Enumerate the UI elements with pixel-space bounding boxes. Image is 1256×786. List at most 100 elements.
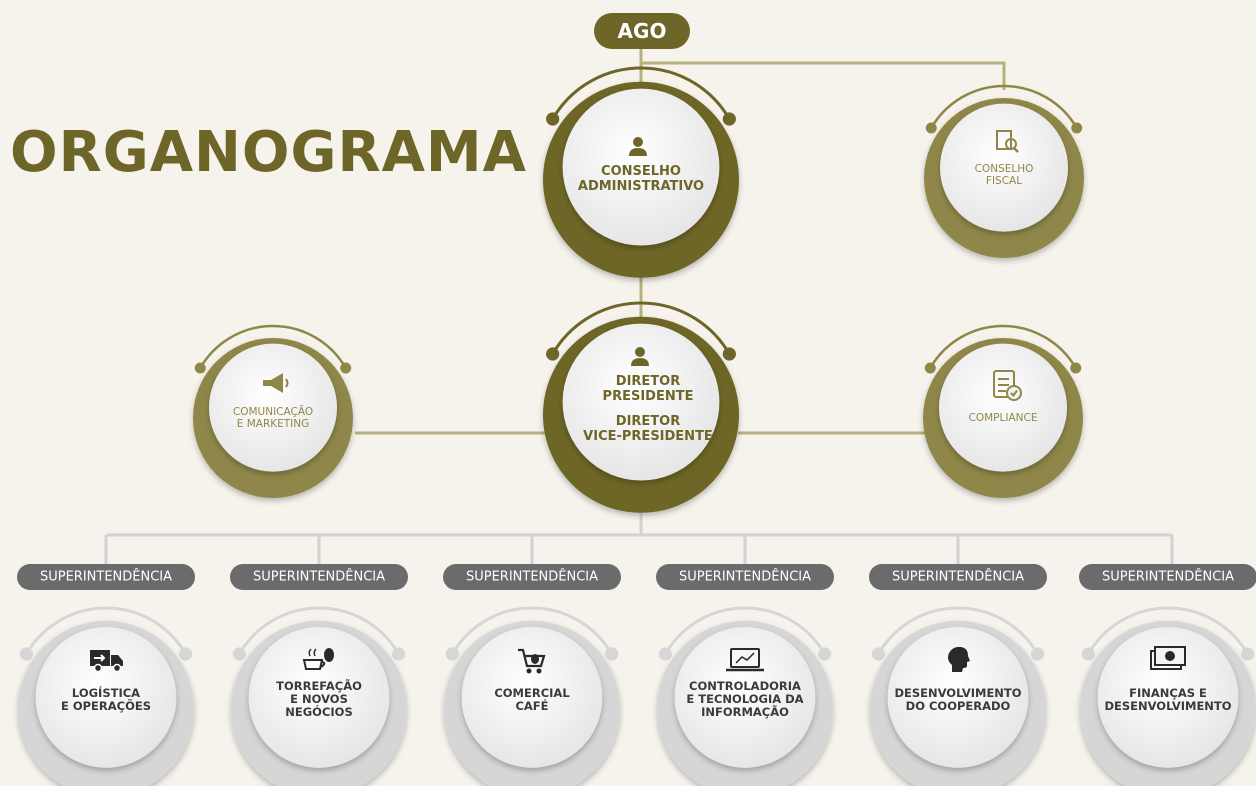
document-search-icon	[996, 130, 1019, 153]
arc-dot	[658, 647, 672, 661]
arc-decoration	[664, 606, 826, 655]
arc-dot	[1071, 122, 1083, 134]
arc-dot	[19, 647, 33, 661]
cart-icon	[518, 648, 546, 674]
truck-icon	[90, 650, 123, 673]
superintendencia-label-line: CAFÉ	[515, 699, 549, 713]
arc-decoration	[25, 606, 187, 655]
superintendencia-label-line: E OPERAÇÕES	[60, 699, 152, 713]
fiscal-node-disc	[940, 103, 1068, 232]
arc-decoration	[451, 606, 613, 655]
ago-label: AGO	[617, 19, 667, 43]
arc-decoration	[1087, 606, 1249, 655]
superintendencia-tag-label: SUPERINTENDÊNCIA	[678, 569, 812, 585]
arc-dot	[1081, 647, 1095, 661]
compliance-label: COMPLIANCE	[969, 412, 1038, 424]
coffee-icon	[302, 648, 334, 670]
money-icon	[1150, 646, 1186, 670]
checklist-icon	[993, 370, 1022, 401]
superintendencia-label-line: LOGÍSTICA	[71, 685, 141, 700]
page-title: ORGANOGRAMA	[10, 120, 527, 185]
superintendencia-label-line: INFORMAÇÃO	[701, 705, 789, 720]
board-label-line: ADMINISTRATIVO	[577, 179, 705, 194]
arc-dot	[818, 647, 832, 661]
marketing-label-line: E MARKETING	[236, 418, 310, 430]
arc-decoration	[929, 324, 1077, 369]
connector-ago	[639, 45, 1006, 105]
arc-dot	[925, 122, 937, 134]
superintendencia-node-disc	[674, 626, 816, 768]
superintendencia-node-disc	[1097, 626, 1239, 768]
marketing-node-disc	[209, 343, 337, 472]
arc-dot	[232, 647, 246, 661]
president-label-line: DIRETOR	[615, 374, 681, 390]
ago-pill	[594, 13, 690, 49]
arc-dot	[445, 647, 459, 661]
superintendencia-label-line: DESENVOLVIMENTO	[894, 685, 1022, 700]
superintendencia-tag-label: SUPERINTENDÊNCIA	[39, 569, 173, 585]
compliance-node-disc	[939, 343, 1067, 472]
superintendencia-label-line: E TECNOLOGIA DA	[686, 692, 804, 707]
superintendencia-tag	[1079, 564, 1256, 590]
laptop-chart-icon	[726, 648, 764, 672]
president-node-disc	[562, 323, 720, 481]
board-label-line: CONSELHO	[601, 164, 681, 180]
superintendencia-node-disc	[248, 626, 390, 768]
superintendencia-label-line: CONTROLADORIA	[689, 679, 801, 694]
head-icon	[948, 646, 970, 672]
president-label-line: PRESIDENTE	[602, 389, 694, 405]
arc-decoration	[551, 66, 731, 120]
superintendencia-tag	[443, 564, 621, 590]
superintendencia-tag-label: SUPERINTENDÊNCIA	[252, 569, 386, 585]
arc-dot	[722, 112, 736, 126]
board-node-disc	[562, 88, 720, 246]
superintendencia-tag-label: SUPERINTENDÊNCIA	[891, 569, 1025, 585]
superintendencia-label-line: NEGÓCIOS	[285, 705, 353, 720]
arc-dot	[340, 362, 352, 374]
arc-dot	[179, 647, 193, 661]
person-icon	[631, 347, 649, 366]
arc-decoration	[877, 606, 1039, 655]
fiscal-label-line: FISCAL	[985, 175, 1023, 187]
arc-dot	[722, 347, 736, 361]
superintendencia-tag-label: SUPERINTENDÊNCIA	[1101, 569, 1235, 585]
president-label-line: DIRETOR	[615, 414, 681, 429]
connector-superintendencias	[104, 505, 1174, 565]
arc-dot	[392, 647, 406, 661]
superintendencia-tag-label: SUPERINTENDÊNCIA	[465, 569, 599, 585]
megaphone-icon	[263, 373, 289, 393]
arc-decoration	[238, 606, 400, 655]
arc-decoration	[551, 301, 731, 355]
arc-decoration	[199, 324, 347, 369]
superintendencia-label-line: TORREFAÇÃO	[276, 679, 362, 694]
superintendencia-label-line: DO COOPERADO	[905, 699, 1011, 713]
compliance-label-line: COMPLIANCE	[968, 411, 1038, 424]
president-label-line: VICE-PRESIDENTE	[583, 428, 713, 444]
superintendencia-label-line: DESENVOLVIMENTO	[1104, 699, 1232, 713]
superintendencia-node-disc	[887, 626, 1029, 768]
superintendencia-node-disc	[35, 626, 177, 768]
superintendencia-node-disc	[461, 626, 603, 768]
arc-dot	[1031, 647, 1045, 661]
superintendencia-tag	[869, 564, 1047, 590]
arc-dot	[1070, 362, 1082, 374]
arc-dot	[546, 347, 560, 361]
fiscal-label-line: CONSELHO	[974, 162, 1034, 175]
superintendencia-tag	[17, 564, 195, 590]
superintendencia-tag	[230, 564, 408, 590]
marketing-label-line: COMUNICAÇÃO	[232, 405, 314, 418]
arc-dot	[924, 362, 936, 374]
person-icon	[629, 137, 647, 156]
arc-dot	[1241, 647, 1255, 661]
arc-decoration	[930, 84, 1078, 129]
superintendencia-label-line: FINANÇAS E	[1129, 685, 1207, 700]
superintendencia-label-line: E NOVOS	[290, 692, 348, 707]
superintendencia-label-line: COMERCIAL	[494, 685, 570, 700]
